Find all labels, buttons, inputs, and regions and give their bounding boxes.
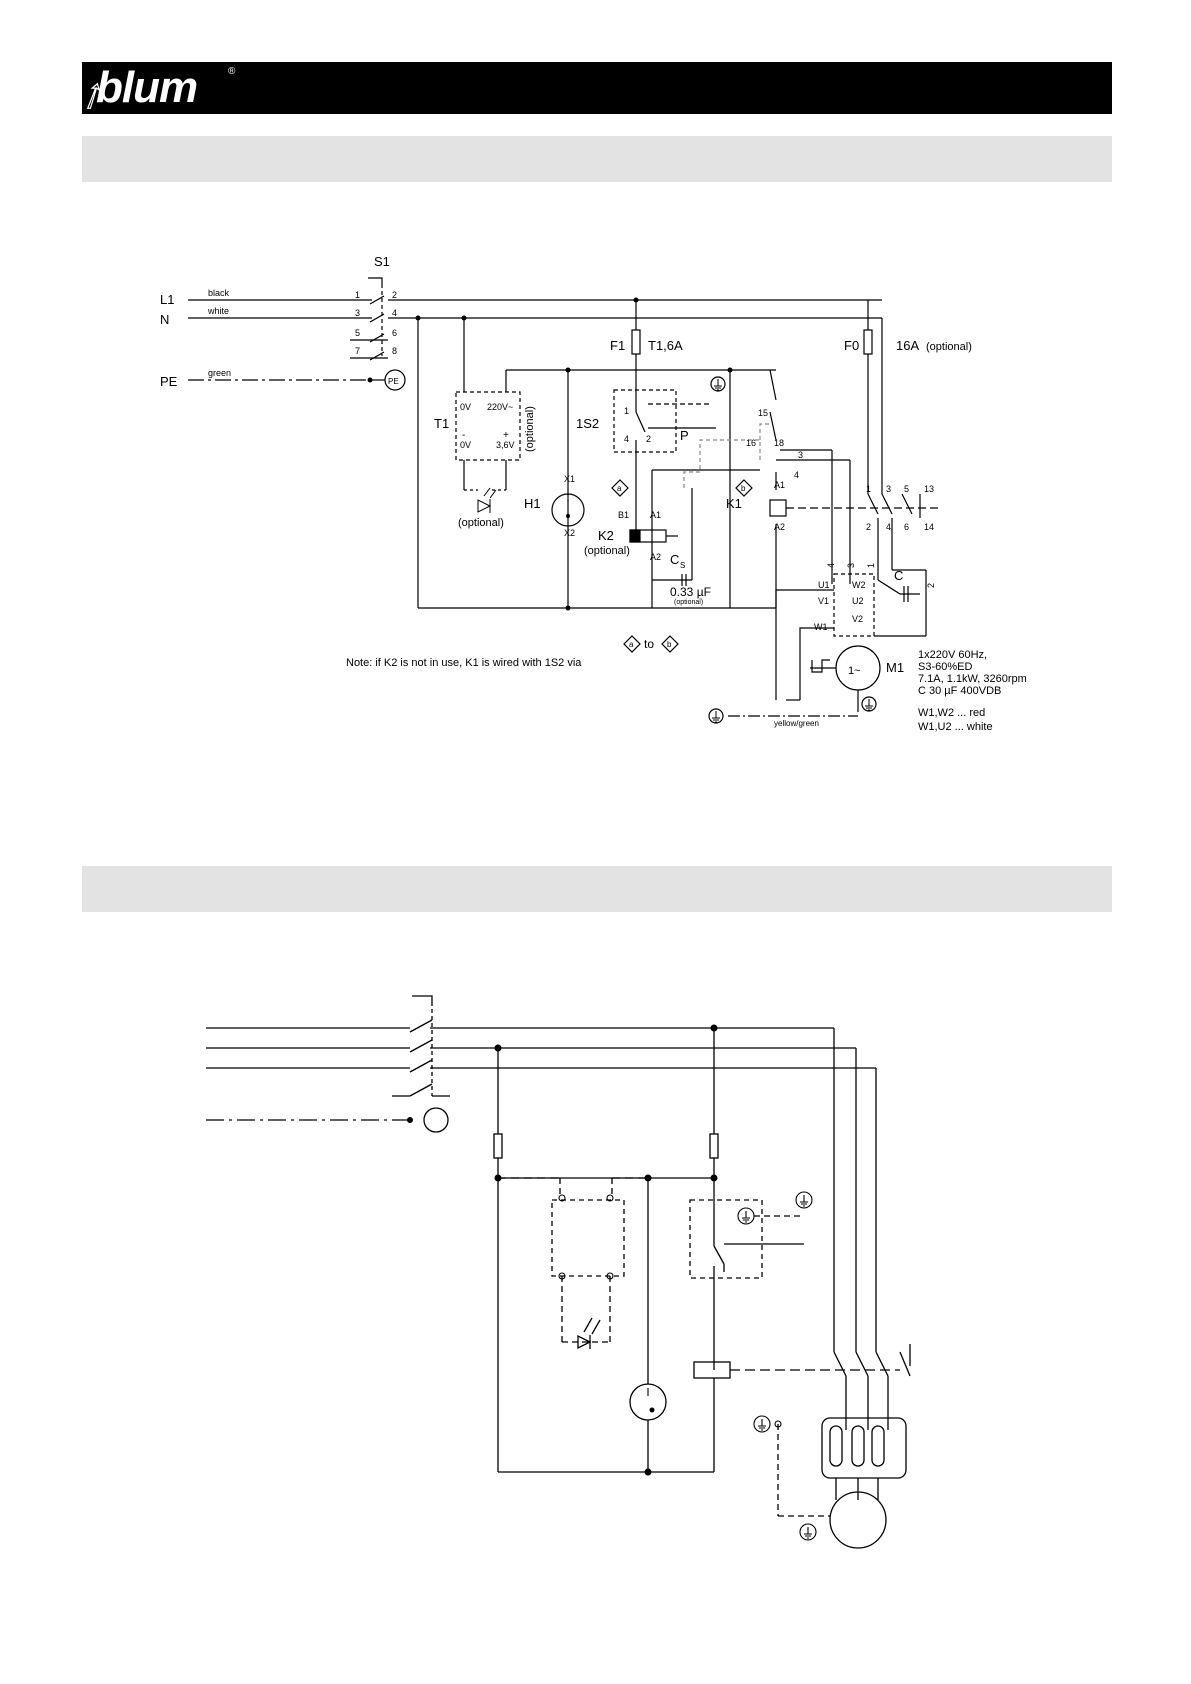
section-band-1 [82,136,1112,182]
led-optional: (optional) [458,517,504,529]
motor-term-v2: V2 [852,614,863,624]
wire-3: 3 [798,450,803,460]
line-label-n: N [160,312,169,327]
switch-label-s1: S1 [374,254,390,269]
pressure-p-label: P [680,428,689,443]
motor-term-v1: V1 [818,596,829,606]
capacitor-c-label: C [894,568,903,583]
k2-a1: A1 [650,510,661,520]
s1-pin-3: 3 [355,308,360,318]
motor-spec-line-4: C 30 µF 400VDB [918,685,1001,697]
motor-term-w1: W1 [814,622,828,632]
k2-b1: B1 [618,510,629,520]
contact-bottom-14: 14 [924,522,934,532]
t1-220v: 220V~ [487,402,513,412]
x2-label: X2 [564,528,575,538]
brand-logo: blum [96,63,198,112]
s1-pin-2: 2 [392,290,397,300]
s1-pin-8: 8 [392,346,397,356]
t1-minus: - [462,430,465,441]
registered-mark: ® [228,66,236,77]
wire-2: 2 [926,583,936,588]
header-bar [82,62,1112,114]
k1-a1: A1 [774,480,785,490]
s1-pin-6: 6 [392,328,397,338]
k2-a2: A2 [650,552,661,562]
s1-pin-4: 4 [392,308,397,318]
k2-optional: (optional) [584,545,630,557]
note-text: Note: if K2 is not in use, K1 is wired w… [346,657,582,669]
motor-term-w2: W2 [852,580,866,590]
marker-to: to [644,637,654,651]
s2-pin-4: 4 [624,434,629,444]
marker-b-k1: b [741,484,746,493]
contact-bottom-4: 4 [886,522,891,532]
wire-4b: 4 [826,563,836,568]
wire-color-white: white [207,306,229,316]
marker-b-note: b [667,640,672,649]
marker-a-note: a [629,640,634,649]
contact-top-5: 5 [904,484,909,494]
wire-legend-line-1: W1,W2 ... red [918,707,985,719]
wire-color-green: green [208,368,231,378]
motor-spec-line-1: 1x220V 60Hz, [918,649,987,661]
x1-label: X1 [564,474,575,484]
cs-label: C [670,552,679,567]
motor-spec-line-2: S3-60%ED [918,661,972,673]
line-label-pe: PE [160,374,178,389]
k1-label: K1 [726,496,742,511]
motor-term-u1: U1 [818,580,830,590]
s1-pin-5: 5 [355,328,360,338]
contact-bottom-6: 6 [904,522,909,532]
motor-symbol: 1~ [848,665,861,677]
marker-a-s2: a [617,484,622,493]
motor-spec-line-3: 7.1A, 1.1kW, 3260rpm [918,673,1027,685]
pin-16: 16 [746,438,756,448]
pressure-switch-label: 1S2 [576,416,599,431]
wire-legend-line-2: W1,U2 ... white [918,721,993,733]
t1-0v-bottom: 0V [460,440,471,450]
wire-1: 1 [866,563,876,568]
schematic-diagram-1: S1 L1 N PE black white green PE 1 2 3 4 … [160,254,1027,733]
contact-top-3: 3 [886,484,891,494]
cs-sub: S [680,561,685,570]
s2-pin-1: 1 [624,406,629,416]
t1-3v6: 3,6V [496,440,515,450]
fuse-f1-label: F1 [610,338,625,353]
line-label-l1: L1 [160,292,174,307]
section-band-2 [82,866,1112,912]
fuse-f0-optional: (optional) [926,341,972,353]
k1-a2: A2 [774,522,785,532]
pe-terminal-label: PE [388,377,399,386]
transformer-label: T1 [434,416,449,431]
h1-label: H1 [524,496,541,511]
t1-optional: (optional) [524,406,536,452]
k2-label: K2 [598,528,614,543]
wire-color-black: black [208,288,230,298]
cs-value: 0.33 µF [670,585,711,599]
contact-bottom-2: 2 [866,522,871,532]
s1-pin-1: 1 [355,290,360,300]
pin-18: 18 [774,438,784,448]
ground-icon [712,379,873,723]
motor-label: M1 [886,660,904,675]
t1-0v-top: 0V [460,402,471,412]
wire-4: 4 [794,470,799,480]
wire-color-yellow-green: yellow/green [774,719,819,728]
blum-logo-arrow-icon [86,82,100,109]
motor-term-u2: U2 [852,596,864,606]
fuse-f0-label: F0 [844,338,859,353]
led-icon [477,487,497,513]
s1-pin-7: 7 [355,346,360,356]
t1-plus: + [503,430,509,441]
cs-optional: (optional) [674,599,703,606]
fuse-f0-rating: 16A [896,338,919,353]
wire-3b: 3 [846,563,856,568]
contact-top-13: 13 [924,484,934,494]
fuse-f1-rating: T1,6A [648,338,683,353]
contact-top-1: 1 [866,484,871,494]
pin-15: 15 [758,408,768,418]
s2-pin-2: 2 [646,434,651,444]
